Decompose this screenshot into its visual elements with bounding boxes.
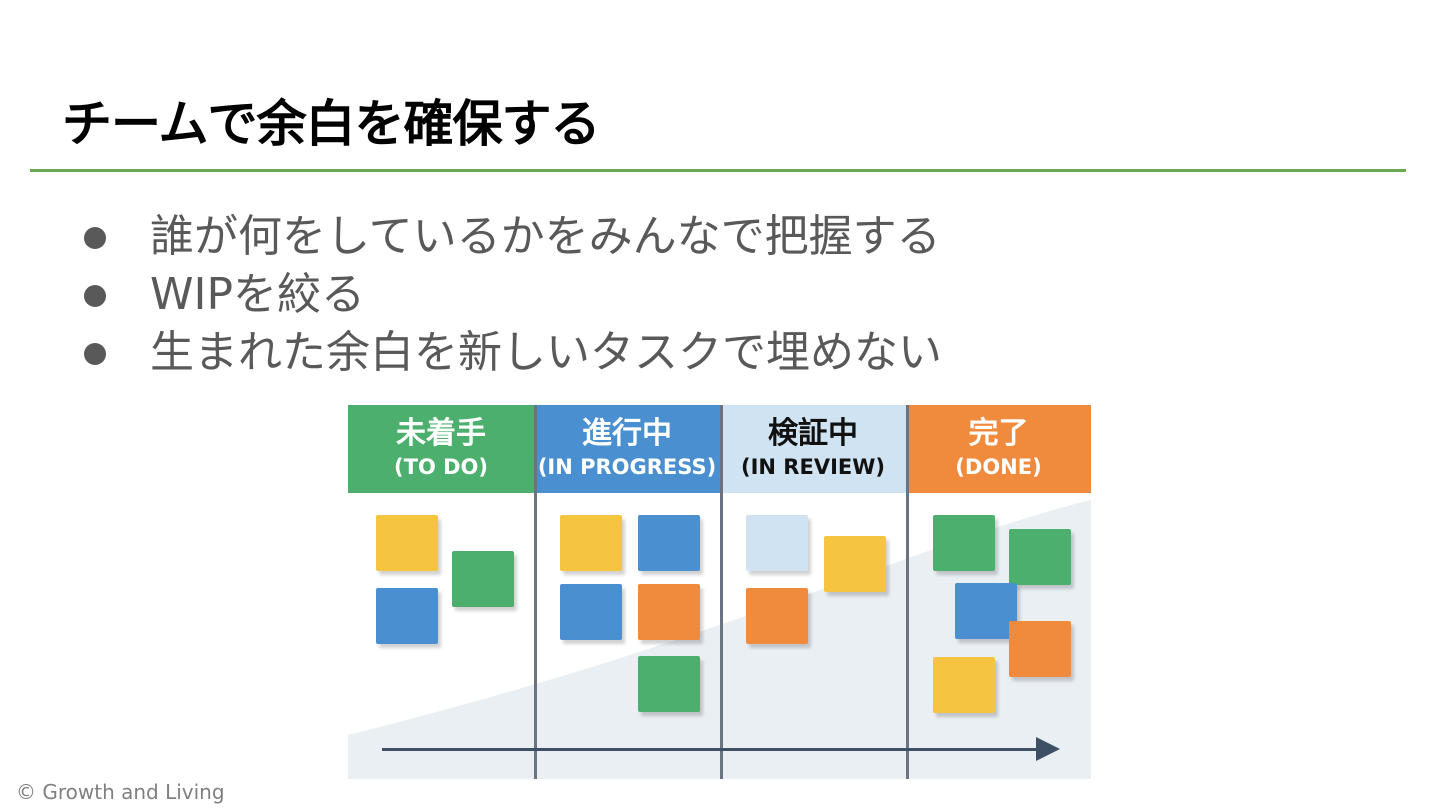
sticky-note [376, 515, 438, 571]
sticky-note [638, 656, 700, 712]
bullet-text: WIPを絞る [150, 269, 366, 320]
bullet-text: 生まれた余白を新しいタスクで埋めない [150, 327, 942, 378]
sticky-note [1009, 529, 1071, 585]
column-divider [720, 405, 723, 779]
kanban-board-image: 未着手 (TO DO) 進行中 (IN PROGRESS) 検証中 (IN RE… [348, 405, 1091, 779]
axis-tick [906, 759, 909, 779]
axis-tick [534, 759, 537, 779]
board-background [348, 500, 1091, 779]
slide-title: チームで余白を確保する [62, 95, 600, 153]
flow-arrow-line [382, 748, 1042, 751]
column-subtitle: (DONE) [955, 455, 1042, 479]
column-title: 検証中 [768, 416, 858, 451]
bullet-dot-icon [84, 343, 106, 365]
sticky-note [638, 515, 700, 571]
bullet-item: 生まれた余白を新しいタスクで埋めない [84, 324, 942, 382]
sticky-note [560, 515, 622, 571]
title-divider [30, 169, 1406, 172]
column-title: 進行中 [582, 416, 672, 451]
sticky-note [452, 551, 514, 607]
column-title: 完了 [968, 416, 1029, 451]
column-subtitle: (IN PROGRESS) [537, 455, 717, 479]
column-divider [906, 405, 909, 779]
sticky-note [933, 515, 995, 571]
sticky-note [638, 584, 700, 640]
bullet-dot-icon [84, 285, 106, 307]
sticky-note [824, 536, 886, 592]
bullet-text: 誰が何をしているかをみんなで把握する [150, 211, 941, 262]
sticky-note [376, 588, 438, 644]
bullet-item: WIPを絞る [84, 266, 942, 324]
copyright-footer: © Growth and Living [16, 780, 225, 804]
column-title: 未着手 [396, 416, 486, 451]
sticky-note [746, 588, 808, 644]
column-subtitle: (IN REVIEW) [741, 455, 885, 479]
sticky-note [955, 583, 1017, 639]
bullet-list: 誰が何をしているかをみんなで把握する WIPを絞る 生まれた余白を新しいタスクで… [84, 208, 942, 382]
column-header-in-progress: 進行中 (IN PROGRESS) [534, 405, 720, 493]
column-header-in-review: 検証中 (IN REVIEW) [720, 405, 906, 493]
column-divider [534, 405, 537, 779]
arrow-right-icon [1036, 737, 1060, 761]
sticky-note [560, 584, 622, 640]
bullet-dot-icon [84, 227, 106, 249]
column-subtitle: (TO DO) [394, 455, 488, 479]
sticky-note [1009, 621, 1071, 677]
column-header-done: 完了 (DONE) [906, 405, 1091, 493]
sticky-note [933, 657, 995, 713]
bullet-item: 誰が何をしているかをみんなで把握する [84, 208, 942, 266]
axis-tick [720, 759, 723, 779]
column-header-todo: 未着手 (TO DO) [348, 405, 534, 493]
sticky-note [746, 515, 808, 571]
